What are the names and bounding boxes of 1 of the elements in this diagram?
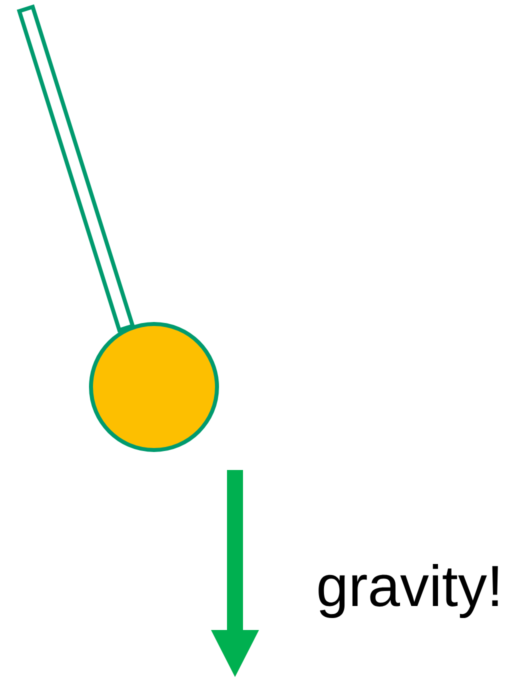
force-label: gravity! — [318, 564, 498, 618]
